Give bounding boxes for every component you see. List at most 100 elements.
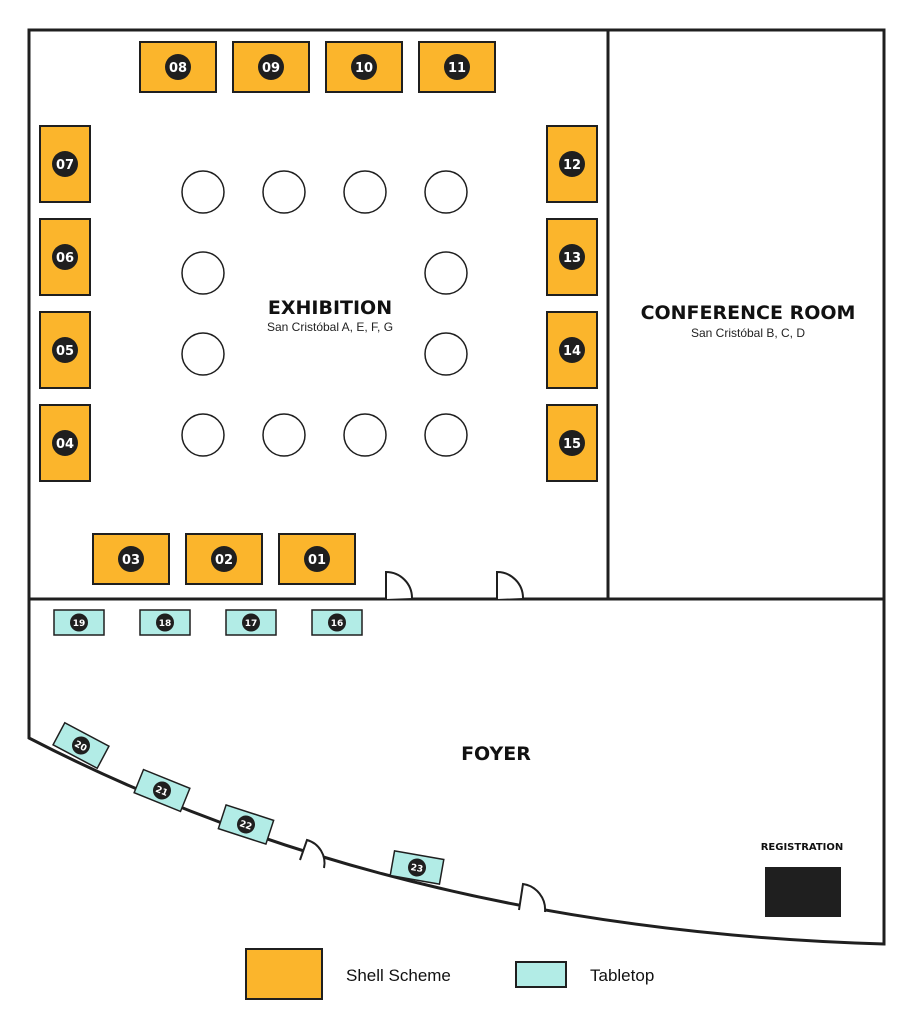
booth-number-label: 17 bbox=[245, 619, 258, 629]
booth-number-label: 19 bbox=[73, 619, 86, 629]
booth-03[interactable]: 03 bbox=[92, 533, 170, 585]
booth-number-badge bbox=[52, 244, 78, 270]
booth-number-label: 07 bbox=[56, 158, 74, 173]
booth-06[interactable]: 06 bbox=[39, 218, 91, 296]
booth-number-badge bbox=[156, 613, 174, 632]
registration-desk[interactable] bbox=[765, 867, 841, 917]
round-table bbox=[424, 251, 468, 295]
door-exhibition-1 bbox=[385, 570, 413, 599]
booth-07[interactable]: 07 bbox=[39, 125, 91, 203]
legend-tabletop-swatch bbox=[515, 961, 567, 988]
booth-10[interactable]: 10 bbox=[325, 41, 403, 93]
round-table bbox=[262, 170, 306, 214]
exhibition-title: EXHIBITION bbox=[268, 297, 392, 319]
booth-number-label: 22 bbox=[238, 819, 253, 832]
booth-11[interactable]: 11 bbox=[418, 41, 496, 93]
booth-number-badge bbox=[237, 815, 255, 834]
booth-number-badge bbox=[444, 54, 470, 80]
tabletop-booths: 16 17 18 19 20 21 22 23 bbox=[52, 609, 445, 886]
booth-number-label: 15 bbox=[563, 437, 581, 452]
booth-number-badge bbox=[153, 781, 171, 800]
legend-tabletop-label: Tabletop bbox=[590, 966, 654, 985]
shell-booth-box bbox=[278, 533, 356, 585]
booth-22[interactable]: 22 bbox=[217, 803, 275, 846]
booth-number-badge bbox=[559, 337, 585, 363]
booth-number-label: 11 bbox=[448, 61, 466, 76]
booth-number-label: 09 bbox=[262, 61, 280, 76]
round-table bbox=[424, 413, 468, 457]
door-exhibition-2 bbox=[496, 570, 524, 599]
booth-02[interactable]: 02 bbox=[185, 533, 263, 585]
conference-subtitle: San Cristóbal B, C, D bbox=[691, 326, 805, 340]
booth-number-label: 14 bbox=[563, 344, 581, 359]
booth-number-badge bbox=[328, 613, 346, 632]
booth-number-label: 18 bbox=[159, 619, 172, 629]
booth-number-label: 10 bbox=[355, 61, 373, 76]
booth-number-badge bbox=[559, 430, 585, 456]
booth-number-badge bbox=[559, 151, 585, 177]
booth-number-label: 21 bbox=[154, 785, 169, 799]
booth-number-label: 13 bbox=[563, 251, 581, 266]
booth-number-label: 05 bbox=[56, 344, 74, 359]
foyer-title: FOYER bbox=[461, 743, 531, 765]
booth-17[interactable]: 17 bbox=[225, 609, 277, 636]
booth-number-label: 12 bbox=[563, 158, 581, 173]
booth-number-badge bbox=[70, 613, 88, 632]
booth-14[interactable]: 14 bbox=[546, 311, 598, 389]
booth-number-badge bbox=[258, 54, 284, 80]
booth-number-label: 04 bbox=[56, 437, 74, 452]
booth-number-badge bbox=[408, 858, 426, 877]
door-foyer-1 bbox=[299, 838, 326, 869]
round-table bbox=[262, 413, 306, 457]
round-tables bbox=[181, 170, 468, 457]
booth-13[interactable]: 13 bbox=[546, 218, 598, 296]
round-table bbox=[424, 332, 468, 376]
booth-number-label: 08 bbox=[169, 61, 187, 76]
booth-12[interactable]: 12 bbox=[546, 125, 598, 203]
round-table bbox=[424, 170, 468, 214]
booth-number-badge bbox=[304, 546, 330, 572]
booth-08[interactable]: 08 bbox=[139, 41, 217, 93]
legend-shell-scheme-swatch bbox=[245, 948, 323, 1000]
booth-18[interactable]: 18 bbox=[139, 609, 191, 636]
registration-label: REGISTRATION bbox=[761, 842, 844, 853]
booth-21[interactable]: 21 bbox=[133, 768, 191, 813]
booth-09[interactable]: 09 bbox=[232, 41, 310, 93]
booth-number-badge bbox=[351, 54, 377, 80]
doors bbox=[299, 570, 547, 913]
legend: Shell Scheme Tabletop bbox=[245, 948, 654, 1000]
booth-number-badge bbox=[242, 613, 260, 632]
booth-number-badge bbox=[52, 151, 78, 177]
booth-05[interactable]: 05 bbox=[39, 311, 91, 389]
booth-number-badge bbox=[165, 54, 191, 80]
round-table bbox=[181, 413, 225, 457]
booth-23[interactable]: 23 bbox=[389, 849, 445, 886]
booth-number-label: 01 bbox=[308, 553, 326, 568]
booth-16[interactable]: 16 bbox=[311, 609, 363, 636]
booth-number-badge bbox=[211, 546, 237, 572]
booth-number-label: 06 bbox=[56, 251, 74, 266]
legend-shell-scheme-label: Shell Scheme bbox=[346, 966, 451, 985]
exhibition-subtitle: San Cristóbal A, E, F, G bbox=[267, 320, 393, 334]
round-table bbox=[343, 413, 387, 457]
booth-15[interactable]: 15 bbox=[546, 404, 598, 482]
round-table bbox=[181, 170, 225, 214]
round-table bbox=[181, 332, 225, 376]
booth-number-badge bbox=[559, 244, 585, 270]
booth-number-badge bbox=[118, 546, 144, 572]
door-foyer-2 bbox=[518, 882, 547, 913]
round-table bbox=[181, 251, 225, 295]
booth-20[interactable]: 20 bbox=[52, 721, 110, 770]
shell-scheme-booths: 01 02 03 04 05 06 07 08 09 10 11 12 13 14 15 bbox=[39, 41, 598, 585]
booth-number-label: 23 bbox=[410, 863, 424, 875]
building-walls bbox=[27, 28, 886, 946]
round-table bbox=[343, 170, 387, 214]
conference-title: CONFERENCE ROOM bbox=[641, 302, 856, 324]
booth-number-label: 03 bbox=[122, 553, 140, 568]
booth-01[interactable]: 01 bbox=[278, 533, 356, 585]
booth-04[interactable]: 04 bbox=[39, 404, 91, 482]
booth-19[interactable]: 19 bbox=[53, 609, 105, 636]
booth-number-badge bbox=[52, 337, 78, 363]
booth-number-label: 16 bbox=[331, 619, 344, 629]
